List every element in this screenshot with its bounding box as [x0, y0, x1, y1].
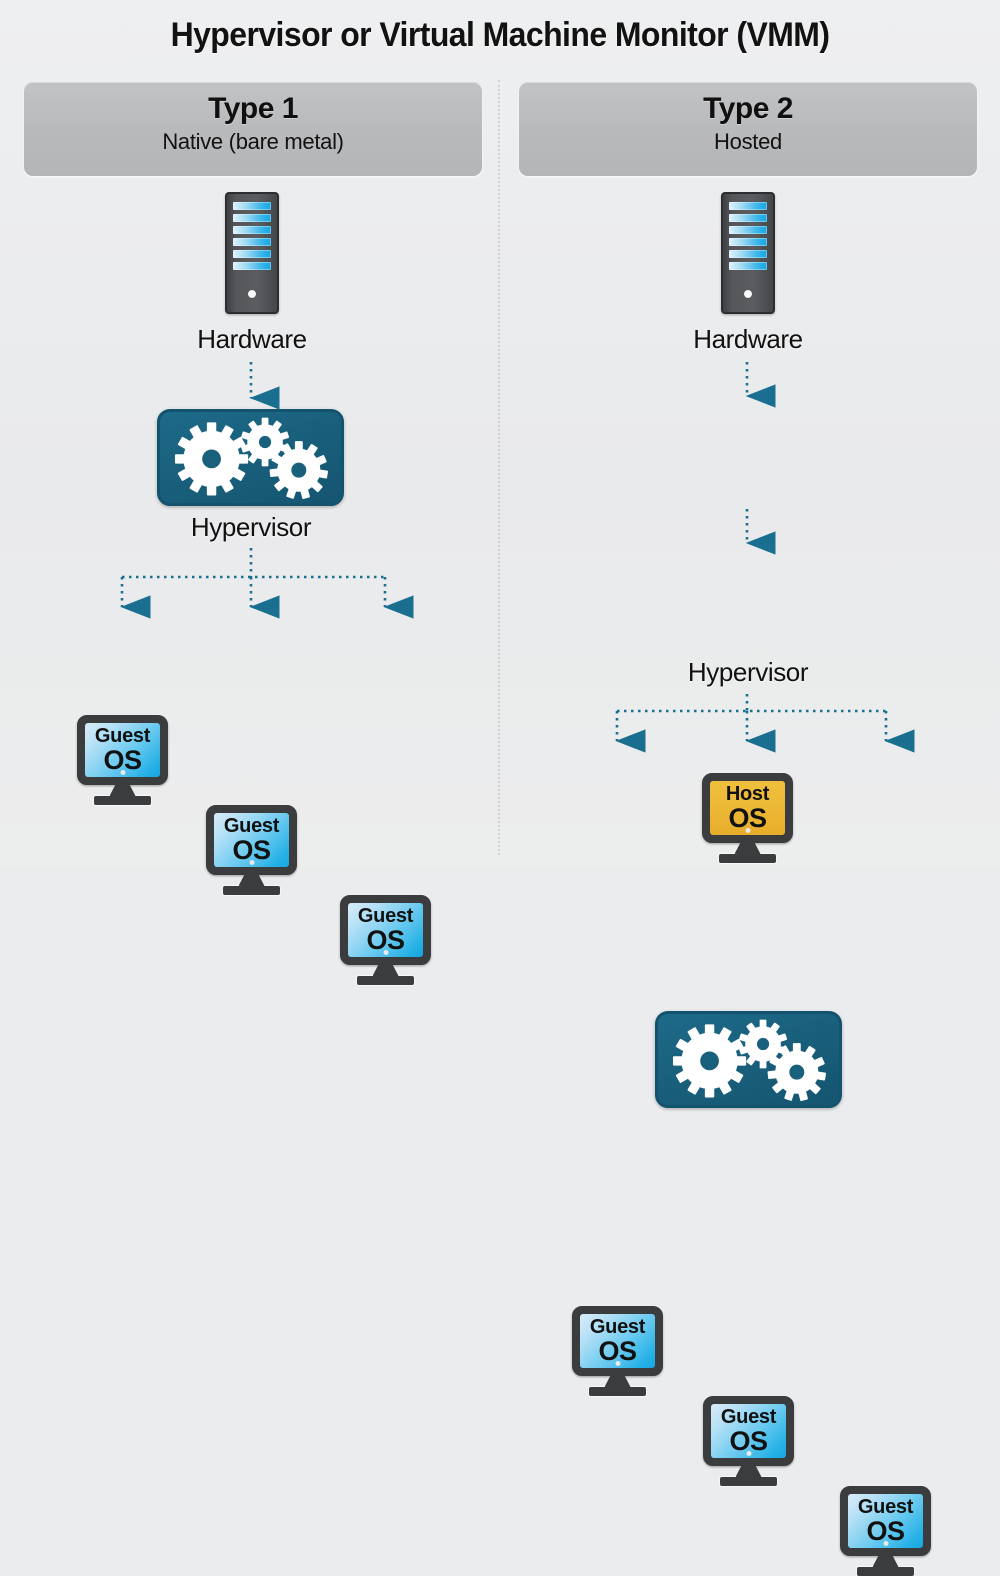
column-divider [498, 80, 500, 855]
gears-icon [174, 417, 329, 500]
monitor-screen: Guest OS [348, 903, 423, 957]
hypervisor-node-type2[interactable] [655, 1011, 842, 1108]
hardware-label-type2: Hardware [693, 324, 803, 354]
server-tower-icon [225, 192, 279, 314]
monitor-icon: Guest OS [77, 715, 168, 785]
monitor-neck [238, 875, 265, 886]
monitor-screen: Guest OS [848, 1494, 923, 1548]
guest-os-line1: Guest [223, 815, 280, 837]
monitor-led-icon [745, 828, 750, 833]
monitor-neck [109, 785, 136, 796]
guest-os-node[interactable]: Guest OS [206, 805, 297, 895]
column-header-type1: Type 1 Native (bare metal) [24, 82, 482, 176]
column-header-type2: Type 2 Hosted [519, 82, 977, 176]
server-slot [729, 250, 767, 258]
monitor-icon: Guest OS [572, 1306, 663, 1376]
guest-os-line1: Guest [720, 1406, 777, 1428]
page-title: Hypervisor or Virtual Machine Monitor (V… [170, 16, 830, 54]
monitor-led-icon [746, 1451, 751, 1456]
host-os-node[interactable]: Host OS [702, 773, 793, 863]
server-slot [233, 250, 271, 258]
monitor-neck [604, 1376, 631, 1387]
monitor-icon: Host OS [702, 773, 793, 843]
monitor-led-icon [883, 1541, 888, 1546]
monitor-screen: Guest OS [711, 1404, 786, 1458]
server-slot [233, 214, 271, 222]
header-title: Type 1 [208, 92, 298, 125]
host-os-line2: OS [728, 803, 767, 833]
monitor-icon: Guest OS [206, 805, 297, 875]
monitor-led-icon [383, 950, 388, 955]
server-slot [233, 238, 271, 246]
server-slot [729, 238, 767, 246]
server-tower-icon [721, 192, 775, 314]
monitor-base [720, 1477, 777, 1486]
server-slot [729, 214, 767, 222]
server-slot [233, 262, 271, 270]
monitor-base [94, 796, 151, 805]
host-os-line1: Host [725, 783, 770, 805]
server-led-icon [248, 290, 256, 298]
monitor-base [719, 854, 776, 863]
monitor-screen: Guest OS [580, 1314, 655, 1368]
monitor-base [357, 976, 414, 985]
monitor-icon: Guest OS [840, 1486, 931, 1556]
guest-os-line1: Guest [857, 1496, 914, 1518]
guest-os-line2: OS [103, 745, 142, 775]
monitor-screen: Host OS [710, 781, 785, 835]
guest-os-line1: Guest [94, 725, 151, 747]
guest-os-node[interactable]: Guest OS [77, 715, 168, 805]
monitor-neck [372, 965, 399, 976]
guest-os-node[interactable]: Guest OS [840, 1486, 931, 1576]
header-title: Type 2 [703, 92, 793, 125]
server-slot [729, 262, 767, 270]
monitor-neck [872, 1556, 899, 1567]
hypervisor-label-type2: Hypervisor [687, 657, 809, 687]
hypervisor-node-type1[interactable] [157, 409, 344, 506]
hypervisor-label-type1: Hypervisor [190, 512, 312, 542]
server-slot [729, 226, 767, 234]
monitor-led-icon [120, 770, 125, 775]
guest-os-line1: Guest [589, 1316, 646, 1338]
hardware-node-type1[interactable] [225, 192, 279, 314]
monitor-neck [735, 1466, 762, 1477]
monitor-neck [734, 843, 761, 854]
monitor-led-icon [615, 1361, 620, 1366]
monitor-icon: Guest OS [703, 1396, 794, 1466]
monitor-base [223, 886, 280, 895]
monitor-screen: Guest OS [85, 723, 160, 777]
hardware-label-type1: Hardware [197, 324, 307, 354]
header-subtitle: Hosted [714, 129, 782, 154]
server-slot [729, 202, 767, 210]
monitor-screen: Guest OS [214, 813, 289, 867]
guest-os-line2: OS [232, 835, 271, 865]
gears-icon [672, 1019, 827, 1102]
server-slot [233, 202, 271, 210]
hardware-node-type2[interactable] [721, 192, 775, 314]
header-subtitle: Native (bare metal) [162, 129, 344, 154]
monitor-led-icon [249, 860, 254, 865]
server-led-icon [744, 290, 752, 298]
guest-os-node[interactable]: Guest OS [703, 1396, 794, 1486]
monitor-base [589, 1387, 646, 1396]
server-slot [233, 226, 271, 234]
guest-os-node[interactable]: Guest OS [340, 895, 431, 985]
guest-os-line1: Guest [357, 905, 414, 927]
monitor-icon: Guest OS [340, 895, 431, 965]
guest-os-node[interactable]: Guest OS [572, 1306, 663, 1396]
monitor-base [857, 1567, 914, 1576]
